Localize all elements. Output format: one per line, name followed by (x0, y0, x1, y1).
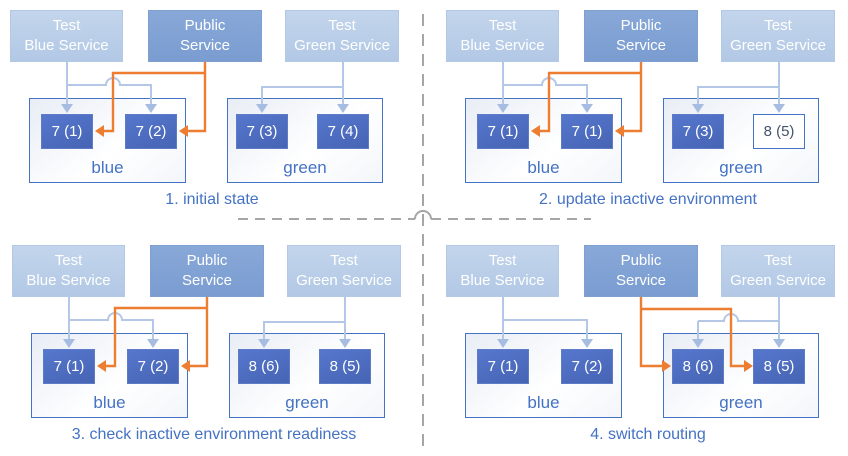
pod: 8 (6) (238, 349, 290, 384)
service-label-line: Blue Service (26, 272, 111, 289)
pod: 8 (6) (672, 349, 724, 384)
green-environment-label: green (285, 393, 329, 412)
test-blue-service-box: Test Blue Service (446, 10, 559, 62)
service-label-line: Test (52, 17, 81, 35)
service-label-line: Test (54, 252, 83, 270)
service-label-line: Service (615, 272, 667, 289)
test-blue-service-box: Test Blue Service (12, 245, 125, 297)
service-label-line: Green Service (294, 37, 390, 54)
service-label-line: Public (186, 252, 228, 270)
panel-caption: 2. update inactive environment (539, 191, 757, 208)
panel-switch-routing: Test Blue Service Public Service Test Gr… (436, 235, 848, 453)
service-label-line: Service (179, 37, 231, 54)
pod: 7 (1) (43, 349, 95, 384)
pod: 7 (1) (477, 349, 529, 384)
pod: 7 (1) (477, 114, 529, 149)
public-service-box: Public Service (584, 245, 698, 297)
blue-environment-label: blue (91, 158, 124, 177)
public-service-box: Public Service (584, 10, 698, 62)
panel-update-inactive: Test Blue Service Public Service Test Gr… (436, 0, 848, 218)
service-label-line: Green Service (730, 37, 826, 54)
service-label-line: Public (620, 17, 662, 35)
public-service-box: Public Service (148, 10, 262, 62)
test-green-service-box: Test Green Service (721, 245, 835, 297)
blue-environment-label: blue (93, 393, 126, 412)
pod: 7 (3) (236, 114, 288, 149)
service-label-line: Test (764, 17, 792, 35)
test-green-service-box: Test Green Service (721, 10, 835, 62)
service-label-line: Green Service (730, 272, 826, 289)
pod: 7 (2) (125, 114, 177, 149)
pod: 7 (1) (561, 114, 613, 149)
test-green-service-box: Test Green Service (285, 10, 399, 62)
service-label-line: Test (330, 252, 358, 270)
public-service-box: Public Service (150, 245, 264, 297)
panel-initial-state: Test Blue Service Public Service Test Gr… (0, 0, 424, 218)
pod: 8 (5) (753, 349, 805, 384)
green-environment-label: green (719, 393, 763, 412)
service-label-line: Test (764, 252, 792, 270)
service-label-line: Test (328, 17, 356, 35)
panel-caption: 4. switch routing (590, 426, 706, 443)
service-label-line: Green Service (296, 272, 392, 289)
service-label-line: Public (184, 17, 226, 35)
service-label-line: Service (181, 272, 233, 289)
service-label-line: Blue Service (460, 272, 545, 289)
blue-environment-label: blue (527, 158, 560, 177)
panel-caption: 1. initial state (165, 191, 259, 208)
pod: 8 (5) (319, 349, 371, 384)
panel-caption: 3. check inactive environment readiness (71, 426, 357, 443)
service-label-line: Service (615, 37, 667, 54)
test-blue-service-box: Test Blue Service (446, 245, 559, 297)
pod: 8 (5) (753, 114, 805, 149)
green-environment-label: green (283, 158, 327, 177)
blue-environment-label: blue (527, 393, 560, 412)
service-label-line: Test (488, 17, 517, 35)
pod: 7 (1) (41, 114, 93, 149)
pod: 7 (2) (127, 349, 179, 384)
panel-check-readiness: Test Blue Service Public Service Test Gr… (2, 235, 426, 453)
service-label-line: Blue Service (460, 37, 545, 54)
test-green-service-box: Test Green Service (287, 245, 401, 297)
green-environment-label: green (719, 158, 763, 177)
service-label-line: Public (620, 252, 662, 270)
service-label-line: Blue Service (24, 37, 109, 54)
pod: 7 (2) (561, 349, 613, 384)
service-label-line: Test (488, 252, 517, 270)
test-blue-service-box: Test Blue Service (10, 10, 123, 62)
pod: 7 (4) (317, 114, 369, 149)
pod: 7 (3) (672, 114, 724, 149)
